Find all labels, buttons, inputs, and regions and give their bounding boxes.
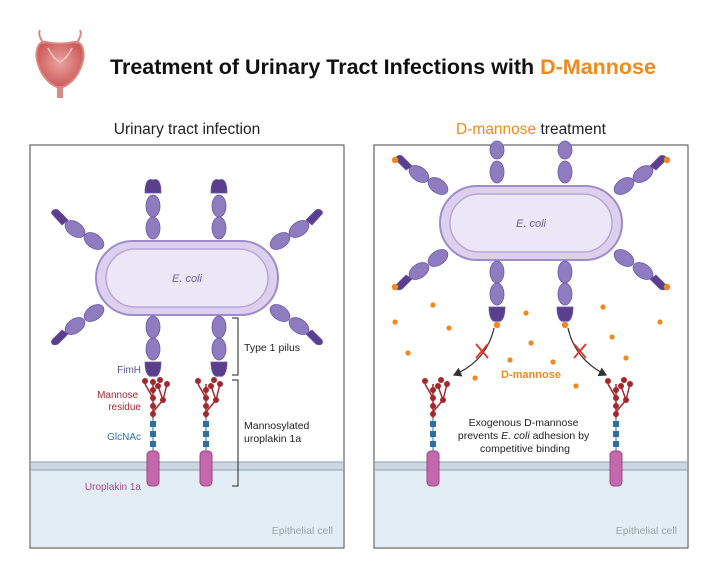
block-x-marks [475,343,587,359]
label-mannose: Mannose residue [97,390,141,413]
pilus-diagonal-right [269,209,323,346]
note-line2-pre: prevents [458,430,501,442]
uroplakin-complex-2 [195,377,223,487]
label-mannose-line1: Mannose [97,390,139,401]
label-mannose-line2: residue [108,402,141,413]
note-line2-em: E. coli [501,430,530,442]
e-coli-label: E. coli [172,273,203,285]
right-panel-heading: D-mannose treatment [456,121,607,138]
note-line2-post: adhesion by [530,430,590,442]
bladder-icon [35,29,85,98]
label-mannosylated-line1: Mannosylated [244,420,310,432]
pilus-top [144,179,228,240]
page-title: Treatment of Urinary Tract Infections wi… [110,55,656,79]
left-panel-heading: Urinary tract infection [114,121,260,138]
label-note: Exogenous D-mannose prevents E. coli adh… [458,417,592,455]
note-line3: competitive binding [480,443,570,455]
right-heading-highlight: D-mannose [456,121,536,138]
label-epithelial-right: Epithelial cell [616,525,677,537]
bracket-type1-pilus [232,317,239,376]
note-line1: Exogenous D-mannose [469,417,579,429]
e-coli-bacterium: E. coli [95,240,279,316]
free-d-mannose [392,302,663,389]
title-prefix: Treatment of Urinary Tract Infections wi… [110,55,540,79]
e-coli-bacterium-right: E. coli [439,185,623,261]
label-mannosylated: Mannosylated uroplakin 1a [244,420,312,445]
label-epithelial-left: Epithelial cell [272,525,333,537]
left-panel: E. coli [29,144,345,549]
label-d-mannose: D-mannose [501,369,561,381]
uroplakin-complex-4 [605,377,633,487]
epithelial-cell [31,468,343,547]
pilus-diagonal-left [51,209,105,346]
uroplakin-complex-1 [142,377,170,487]
title-highlight: D-Mannose [540,55,656,79]
label-glcnac: GlcNAc [107,432,141,443]
uroplakin-complex-3 [422,377,450,487]
right-heading-rest: treatment [536,121,606,138]
e-coli-label-right: E. coli [516,218,547,230]
blocked-arrows [452,327,608,377]
pilus-bottom [144,315,228,377]
bracket-mannosylated [232,379,239,487]
pilus-right-top [395,140,667,322]
label-type1-pilus: Type 1 pilus [244,342,300,354]
cell-membrane-right [375,462,687,470]
cell-membrane [31,462,343,470]
right-panel: E. coli [373,140,689,549]
bound-d-mannose [391,156,671,329]
label-uroplakin: Uroplakin 1a [85,482,142,493]
label-fimh: FimH [117,365,141,376]
label-mannosylated-line2: uroplakin 1a [244,433,301,445]
